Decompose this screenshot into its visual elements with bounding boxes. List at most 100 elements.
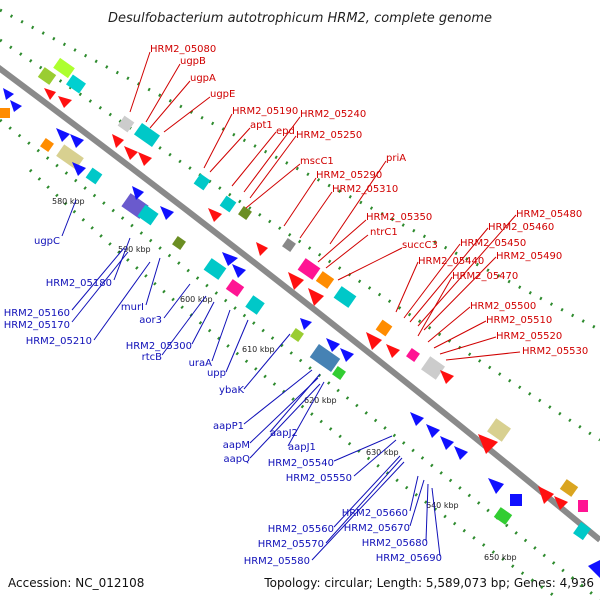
gene-label: uraA	[189, 358, 213, 369]
gene-label: HRM2_05480	[516, 209, 582, 220]
gene-arrow	[3, 88, 14, 100]
gene-arrow	[340, 348, 354, 362]
gene-block	[133, 122, 161, 148]
gene-label: HRM2_05460	[488, 222, 554, 233]
gene-block	[297, 258, 321, 280]
gene-label: HRM2_05160	[4, 308, 70, 319]
gene-label: ugpB	[180, 56, 206, 67]
gene-block	[172, 236, 186, 250]
gene-arrow	[538, 486, 554, 504]
map-title: Desulfobacterium autotrophicum HRM2, com…	[108, 11, 492, 26]
gene-label: HRM2_05490	[496, 251, 562, 262]
gene-arrow	[56, 128, 70, 142]
gene-arrow	[256, 242, 268, 256]
gene-arrow	[308, 288, 324, 306]
gene-arrow	[288, 272, 304, 290]
gene-label: HRM2_05180	[46, 278, 112, 289]
gene-label: ugpE	[210, 89, 235, 100]
kbp-tick: 650 kbp	[484, 553, 517, 562]
guide-dots-bottom	[28, 168, 561, 600]
gene-arrow	[488, 478, 504, 494]
gene-block	[573, 521, 591, 541]
gene-arrow	[478, 434, 498, 454]
gene-block	[238, 206, 252, 220]
top-gene-labels: HRM2_05080 ugpB ugpA ugpE HRM2_05190 apt…	[150, 44, 588, 357]
gene-label: HRM2_05210	[26, 336, 92, 347]
gene-block	[315, 271, 335, 289]
gene-arrow	[588, 560, 600, 578]
gene-block	[282, 238, 296, 252]
genome-backbone	[0, 64, 600, 543]
gene-arrow	[160, 206, 174, 220]
gene-block	[559, 479, 579, 497]
gene-label: rtcB	[142, 352, 163, 363]
gene-arrow	[366, 332, 382, 350]
gene-block	[53, 57, 75, 79]
gene-label: mscC1	[300, 156, 334, 167]
gene-block	[219, 195, 237, 213]
gene-label: HRM2_05580	[244, 556, 310, 567]
gene-label: ybaK	[219, 385, 244, 396]
accession-text: Accession: NC_012108	[8, 576, 144, 590]
gene-label: aapP1	[213, 421, 244, 432]
gene-label: HRM2_05530	[522, 346, 588, 357]
gene-block	[406, 348, 420, 362]
gene-block	[37, 67, 57, 85]
gene-block	[487, 418, 511, 442]
gene-label: priA	[386, 153, 406, 164]
gene-arrow	[44, 88, 56, 100]
gene-label: HRM2_05450	[460, 238, 526, 249]
gene-block	[510, 494, 522, 506]
gene-arrow	[440, 436, 454, 450]
gene-label: aapJ2	[270, 428, 298, 439]
gene-block	[290, 328, 304, 342]
gene-block	[493, 507, 513, 525]
gene-arrow	[132, 186, 144, 200]
gene-label: HRM2_05080	[150, 44, 216, 55]
gene-label: HRM2_05470	[452, 271, 518, 282]
gene-label: upp	[207, 368, 226, 379]
gene-block	[56, 144, 84, 170]
gene-label: ntrC1	[370, 227, 398, 238]
gene-arrow	[10, 100, 22, 112]
gene-arrow	[208, 208, 222, 222]
kbp-ticks: 580 kbp 590 kbp 600 kbp 610 kbp 620 kbp …	[52, 197, 517, 562]
gene-block	[0, 108, 10, 118]
gene-arrow	[232, 264, 246, 278]
gene-arrow	[112, 134, 124, 148]
gene-arrow	[426, 424, 440, 438]
gene-block	[203, 258, 227, 280]
gene-label: HRM2_05310	[332, 184, 398, 195]
gene-block	[421, 356, 445, 380]
kbp-tick: 610 kbp	[242, 345, 275, 354]
gene-label: HRM2_05540	[268, 458, 334, 469]
gene-label: HRM2_05570	[258, 539, 324, 550]
kbp-tick: 590 kbp	[118, 245, 151, 254]
gene-label: HRM2_05550	[286, 473, 352, 484]
gene-features	[0, 57, 600, 578]
gene-label: HRM2_05690	[376, 553, 442, 564]
gene-block	[40, 138, 54, 152]
gene-label: HRM2_05300	[126, 341, 192, 352]
gene-block	[85, 167, 103, 185]
kbp-tick: 580 kbp	[52, 197, 85, 206]
gene-label: HRM2_05240	[300, 109, 366, 120]
kbp-tick: 630 kbp	[366, 448, 399, 457]
bottom-leader-lines	[61, 199, 441, 561]
gene-label: aapQ	[224, 454, 251, 465]
topology-text: Topology: circular; Length: 5,589,073 bp…	[263, 576, 594, 590]
gene-arrow	[124, 146, 138, 160]
gene-block	[117, 115, 135, 133]
gene-arrow	[410, 412, 424, 426]
gene-label: HRM2_05190	[232, 106, 298, 117]
gene-arrow	[58, 96, 72, 108]
gene-block	[333, 286, 357, 308]
kbp-tick: 640 kbp	[426, 501, 459, 510]
gene-block	[309, 343, 341, 373]
gene-block	[66, 74, 86, 94]
gene-arrow	[454, 446, 468, 460]
gene-label: apt1	[250, 120, 273, 131]
gene-label: aapJ1	[288, 442, 316, 453]
gene-arrow	[326, 338, 340, 352]
